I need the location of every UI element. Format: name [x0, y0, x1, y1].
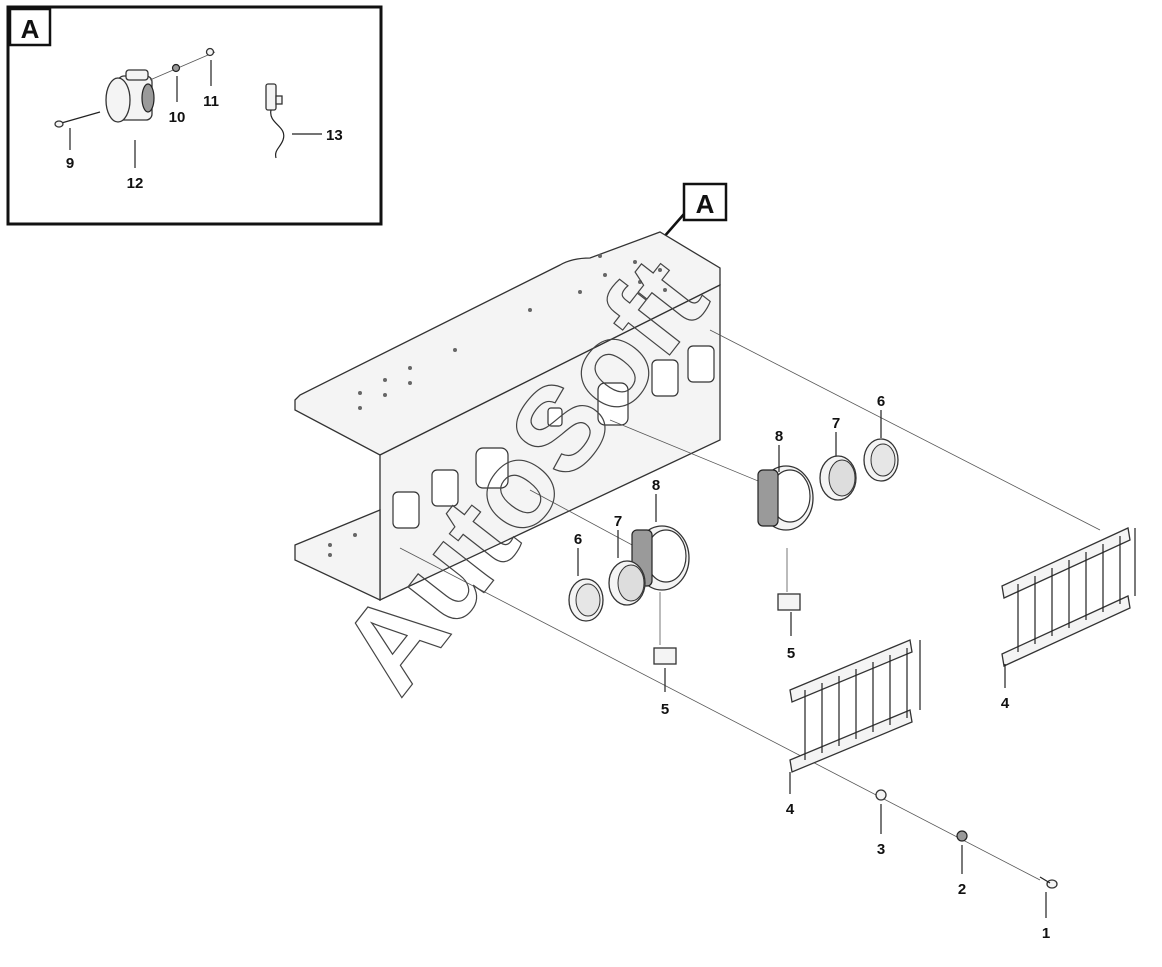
callout-7-lower: 7	[614, 513, 622, 530]
lens-ring-lower	[608, 560, 646, 606]
callout-1: 1	[1042, 925, 1050, 942]
callout-11: 11	[203, 93, 219, 110]
detail-letter: A	[21, 14, 40, 44]
leader-lines	[577, 410, 1047, 918]
nut-part	[205, 47, 215, 57]
connector-part	[653, 647, 677, 665]
callout-5-lower: 5	[661, 701, 669, 718]
callout-8-upper: 8	[775, 428, 783, 445]
callout-4-upper: 4	[1001, 695, 1010, 712]
mounting-bracket	[294, 231, 721, 602]
callout-5-upper: 5	[787, 645, 795, 662]
guard-lower	[789, 639, 921, 773]
callout-4-lower: 4	[786, 801, 795, 818]
callout-13: 13	[326, 127, 343, 144]
callout-6-upper: 6	[877, 393, 885, 410]
callout-2: 2	[958, 881, 966, 898]
callout-6-lower: 6	[574, 531, 582, 548]
nut-part-main	[875, 789, 887, 801]
callout-10: 10	[169, 109, 186, 126]
work-light-upper	[757, 465, 814, 611]
wire-harness-part	[265, 83, 285, 159]
callout-9: 9	[66, 155, 74, 172]
washer-part-main	[956, 830, 968, 842]
detail-view-a: A 9 12 10 11 13	[6, 5, 383, 226]
washer-part	[171, 63, 181, 73]
bolt-part	[54, 111, 101, 128]
callout-12: 12	[127, 175, 144, 192]
guard-upper	[1001, 527, 1136, 667]
cover-lower	[568, 578, 604, 622]
callout-7-upper: 7	[832, 415, 840, 432]
callout-8-lower: 8	[652, 477, 660, 494]
work-lamp-part	[105, 69, 155, 123]
lens-ring-upper	[819, 455, 857, 501]
bolt-part-main	[1039, 876, 1058, 889]
detail-frame	[6, 5, 383, 226]
connector-part-upper	[777, 593, 801, 611]
cover-upper	[863, 438, 899, 482]
view-marker-letter: A	[696, 189, 715, 219]
detail-letter-box	[8, 7, 52, 47]
work-light-lower	[631, 525, 690, 665]
callout-3: 3	[877, 841, 885, 858]
